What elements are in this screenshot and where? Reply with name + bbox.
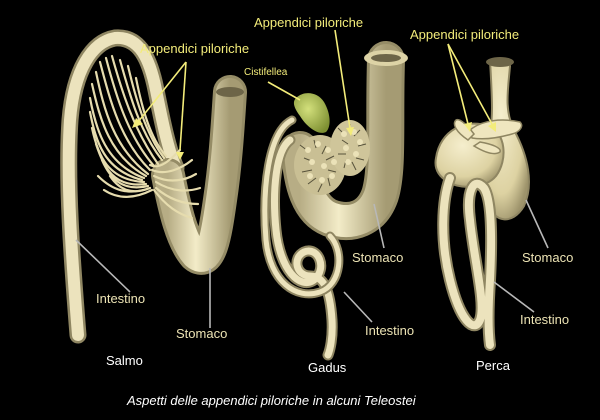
label-appendici-salmo: Appendici piloriche xyxy=(140,41,250,56)
label-stomaco-salmo: Stomaco xyxy=(176,326,228,341)
label-appendici-perca: Appendici piloriche xyxy=(410,27,520,42)
salmo-drawing xyxy=(60,29,247,344)
label-gadus: Gadus xyxy=(308,360,347,375)
salmo-pyloric-caeca xyxy=(88,54,202,220)
pointer-stomaco-perca xyxy=(525,199,549,249)
pointer-lines xyxy=(75,29,549,328)
label-stomaco-gadus: Stomaco xyxy=(352,250,404,265)
label-salmo: Salmo xyxy=(106,353,143,368)
label-appendici-gadus: Appendici piloriche xyxy=(254,15,364,30)
pointer-appendici-salmo-b xyxy=(179,61,187,151)
pointer-intestino-gadus xyxy=(343,291,373,323)
gadus-pyloric-caeca xyxy=(294,120,370,195)
pointer-intestino-salmo xyxy=(75,239,131,293)
figure-caption: Aspetti delle appendici piloriche in alc… xyxy=(127,393,416,408)
label-intestino-salmo: Intestino xyxy=(96,291,146,306)
pointer-appendici-salmo-a xyxy=(137,61,187,123)
pointer-stomaco-gadus xyxy=(373,203,385,249)
label-perca: Perca xyxy=(476,358,510,373)
gadus-gallbladder xyxy=(293,93,330,133)
pointer-intestino-perca xyxy=(493,281,535,313)
pointer-appendici-perca-a xyxy=(447,43,469,125)
gadus-drawing xyxy=(260,41,408,361)
label-cistifellea: Cistifellea xyxy=(244,67,288,78)
label-intestino-perca: Intestino xyxy=(520,312,570,327)
perca-drawing xyxy=(434,57,530,351)
pointer-appendici-perca-b xyxy=(447,43,493,125)
label-stomaco-perca: Stomaco xyxy=(522,250,574,265)
label-intestino-gadus: Intestino xyxy=(365,323,415,338)
pointer-appendici-gadus xyxy=(334,29,351,129)
pointer-cistifellea xyxy=(267,81,301,101)
